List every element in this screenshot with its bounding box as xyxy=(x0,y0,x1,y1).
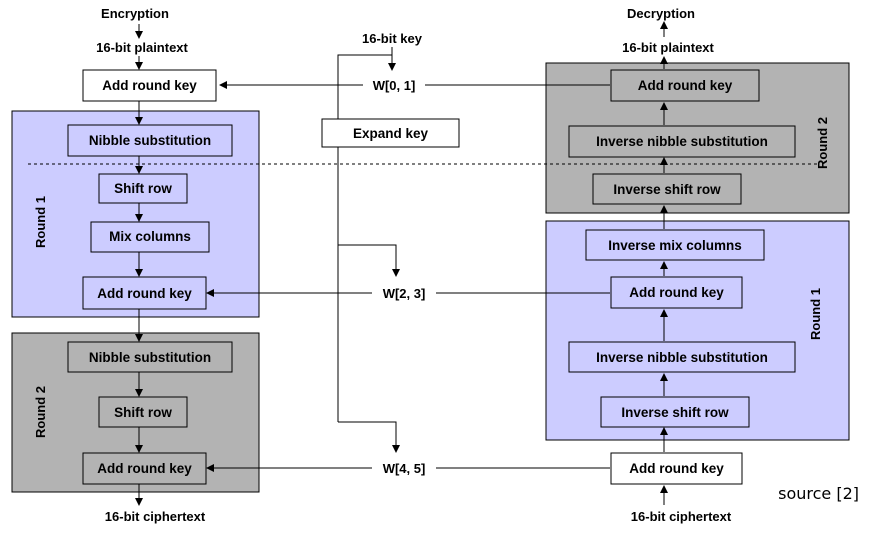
dec-r2-add-round-key: Add round key xyxy=(610,69,760,102)
svg-text:Shift row: Shift row xyxy=(114,181,172,196)
encryption-title: Encryption xyxy=(101,6,169,21)
svg-text:Inverse nibble substitution: Inverse nibble substitution xyxy=(596,134,768,149)
svg-text:Add round key: Add round key xyxy=(629,285,724,300)
enc-ciphertext-label: 16-bit ciphertext xyxy=(105,509,206,524)
svg-text:Add round key: Add round key xyxy=(102,78,197,93)
enc-r1-nibble-substitution: Nibble substitution xyxy=(67,124,233,157)
svg-text:Expand key: Expand key xyxy=(353,126,429,141)
enc-round1-label: Round 1 xyxy=(33,196,48,248)
dec-r1-inverse-nibble-substitution: Inverse nibble substitution xyxy=(568,341,796,373)
svg-text:Inverse shift row: Inverse shift row xyxy=(613,182,721,197)
enc-r1-shift-row: Shift row xyxy=(98,173,188,204)
svg-text:Inverse mix columns: Inverse mix columns xyxy=(608,238,742,253)
expand-key-box: Expand key xyxy=(321,118,460,148)
svg-text:Nibble substitution: Nibble substitution xyxy=(89,133,211,148)
dec-round2-label: Round 2 xyxy=(815,117,830,169)
dec-r1-add-round-key: Add round key xyxy=(610,276,743,309)
svg-text:Nibble substitution: Nibble substitution xyxy=(89,350,211,365)
enc-add-round-key-0: Add round key xyxy=(82,69,217,102)
dec-plaintext-label: 16-bit plaintext xyxy=(622,40,714,55)
dec-round1-label: Round 1 xyxy=(808,288,823,340)
svg-text:Add round key: Add round key xyxy=(629,461,724,476)
svg-text:Shift row: Shift row xyxy=(114,405,172,420)
dec-add-round-key-0: Add round key xyxy=(610,452,743,485)
dec-r1-inverse-mix-columns: Inverse mix columns xyxy=(585,229,765,261)
dec-r1-inverse-shift-row: Inverse shift row xyxy=(600,396,750,428)
svg-text:Inverse nibble substitution: Inverse nibble substitution xyxy=(596,350,768,365)
enc-r1-add-round-key: Add round key xyxy=(82,276,207,310)
enc-r2-add-round-key: Add round key xyxy=(82,452,207,485)
source-citation: source [2] xyxy=(778,484,859,503)
enc-round2-label: Round 2 xyxy=(33,386,48,438)
svg-text:Add round key: Add round key xyxy=(97,461,192,476)
enc-r2-shift-row: Shift row xyxy=(98,396,188,428)
dec-ciphertext-label: 16-bit ciphertext xyxy=(631,509,732,524)
w23-label: W[2, 3] xyxy=(383,286,426,301)
enc-r2-nibble-substitution: Nibble substitution xyxy=(67,341,233,373)
w45-label: W[4, 5] xyxy=(383,461,426,476)
dec-r2-inverse-nibble-substitution: Inverse nibble substitution xyxy=(568,125,796,158)
enc-plaintext-label: 16-bit plaintext xyxy=(96,40,188,55)
decryption-title: Decryption xyxy=(627,6,695,21)
w01-label: W[0, 1] xyxy=(373,78,416,93)
svg-text:Mix columns: Mix columns xyxy=(109,229,191,244)
svg-text:Add round key: Add round key xyxy=(638,78,733,93)
svg-text:Add round key: Add round key xyxy=(97,286,192,301)
dec-r2-inverse-shift-row: Inverse shift row xyxy=(592,173,742,205)
key-input-label: 16-bit key xyxy=(362,31,423,46)
enc-r1-mix-columns: Mix columns xyxy=(90,221,210,253)
svg-text:Inverse shift row: Inverse shift row xyxy=(621,405,729,420)
